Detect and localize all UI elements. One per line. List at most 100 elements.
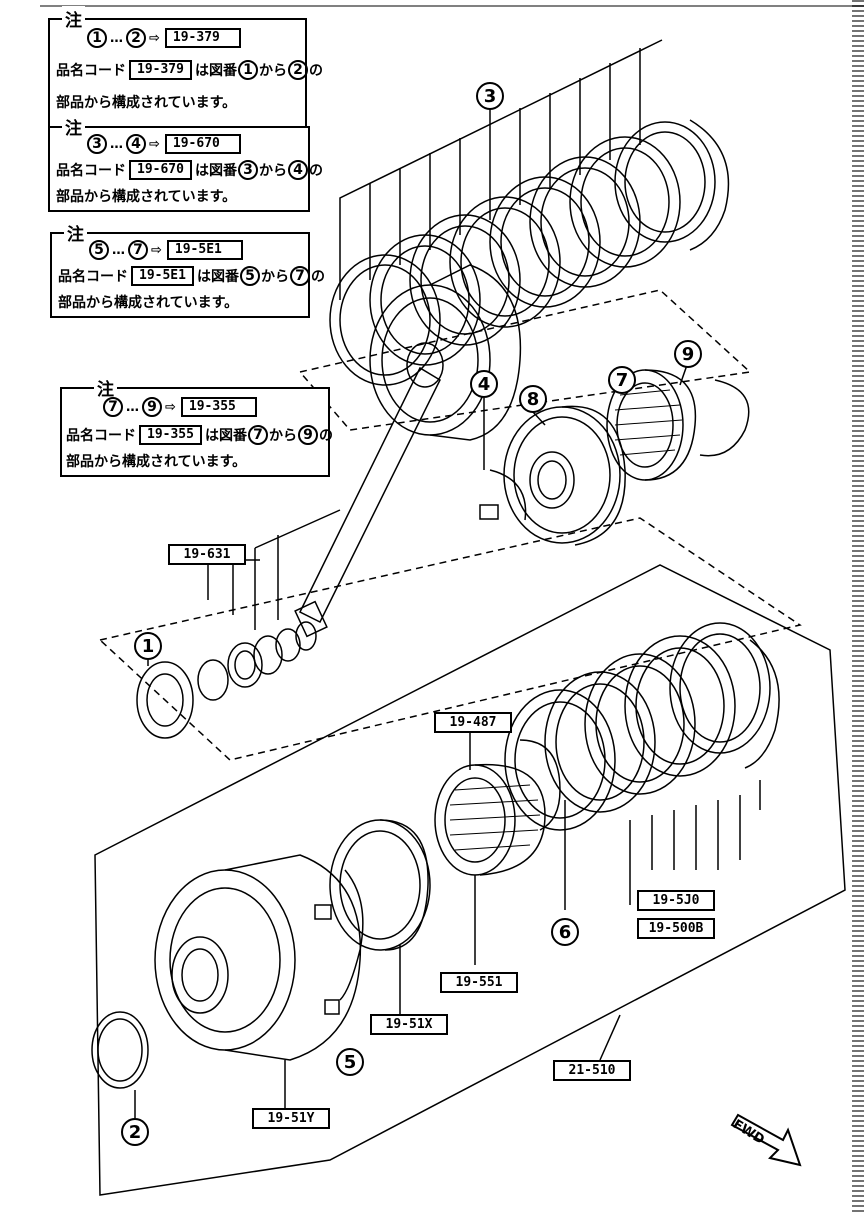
note-text: は図番 [204,428,247,444]
note-text: は図番 [196,269,239,285]
piston-lower [329,819,431,951]
note-text: は図番 [194,163,237,179]
arrow-icon: ⇨ [149,136,160,152]
note-heading: 注 [62,6,85,31]
note-text: 品名コード [66,428,136,444]
ref-circle: 3 [87,134,107,154]
part-ref-19-5j0: 19-5J0 [637,890,715,911]
snap-ring-2 [91,1011,149,1089]
part-code-box: 19-355 [180,397,257,417]
part-code-box: 19-379 [164,28,241,48]
note-box-4: 注 7 … 9 ⇨ 19-355 品名コード 19-355 は図番 7 から 9… [60,375,333,477]
ref-circle: 4 [126,134,146,154]
note-heading: 注 [94,375,117,400]
note-text: の [308,163,323,179]
dashed-enclosure-upper [298,289,752,431]
range-separator: … [126,399,139,415]
note-text-line: 品名コード 19-379 は図番 1 から 2 の [56,60,323,80]
note-heading: 注 [64,220,87,245]
note-box-2: 注 3 … 4 ⇨ 19-670 品名コード 19-670 は図番 3 から 4… [48,114,323,212]
part-code-box: 19-5E1 [131,266,194,286]
note-text: 品名コード [56,163,126,179]
dashed-enclosure-middle [98,517,802,761]
ref-circle: 2 [126,28,146,48]
part-ref-21-510: 21-510 [553,1060,631,1081]
note-text: の [318,428,333,444]
note-text: から [260,269,289,285]
callout-2: 2 [121,1118,149,1146]
ref-circle: 2 [287,60,308,80]
part-code-box: 19-670 [164,134,241,154]
range-separator: … [112,242,125,258]
part-ref-19-51y: 19-51Y [252,1108,330,1129]
plate-leaders [339,39,663,300]
ref-circle: 1 [87,28,107,48]
part-ref-19-487: 19-487 [434,712,512,733]
note-text: 部品から構成されています。 [58,295,239,311]
callout-4: 4 [470,370,498,398]
note-range-line: 7 … 9 ⇨ 19-355 [102,397,260,417]
part-ref-19-631: 19-631 [168,544,246,565]
note-box-3: 注 5 … 7 ⇨ 19-5E1 品名コード 19-5E1 は図番 5 から 7… [50,220,325,318]
part-code-box: 19-670 [129,160,192,180]
note-text: 部品から構成されています。 [66,454,247,470]
note-text: の [310,269,325,285]
note-text-line: 品名コード 19-355 は図番 7 から 9 の [66,425,333,445]
note-text: 部品から構成されています。 [56,95,237,111]
note-text-line: 品名コード 19-5E1 は図番 5 から 7 の [58,266,325,286]
thrust-washer-1 [136,661,194,739]
note-text-line: 部品から構成されています。 [66,451,246,471]
callout-6: 6 [551,918,579,946]
clutch-drum-4 [369,264,527,521]
clutch-plate-stack-lower [504,622,780,831]
note-text-line: 部品から構成されています。 [56,92,236,112]
note-text: から [258,63,287,79]
note-text: の [308,63,323,79]
snap-ring-6 [519,739,561,831]
ref-circle: 7 [103,397,123,417]
note-range-line: 5 … 7 ⇨ 19-5E1 [88,240,246,260]
note-text: から [268,428,297,444]
note-range-line: 1 … 2 ⇨ 19-379 [86,28,244,48]
note-box-1: 注 1 … 2 ⇨ 19-379 品名コード 19-379 は図番 1 から 2… [48,6,323,130]
note-text-line: 部品から構成されています。 [56,186,236,206]
note-text: は図番 [194,63,237,79]
callout-5: 5 [336,1048,364,1076]
ref-circle: 4 [287,160,308,180]
ref-circle: 9 [142,397,162,417]
part-ref-19-51x: 19-51X [370,1014,448,1035]
spring-retainer-lower [434,763,546,876]
ref-circle: 3 [237,160,258,180]
note-text: 品名コード [58,269,128,285]
part-code-box: 19-5E1 [166,240,243,260]
note-range-line: 3 … 4 ⇨ 19-670 [86,134,244,154]
clutch-drum-lower [154,854,362,1061]
note-text: から [258,163,287,179]
note-text-line: 部品から構成されています。 [58,292,238,312]
callout-8: 8 [519,385,547,413]
solid-enclosure-lower [94,564,846,1196]
part-code-box: 19-379 [129,60,192,80]
ref-circle: 7 [128,240,148,260]
ref-circle: 1 [237,60,258,80]
note-heading: 注 [62,114,85,139]
scan-edge-border [852,0,864,1214]
thrust-washer-group [197,621,317,701]
clutch-plate-stack-upper [329,119,730,386]
spring-retainer-7 [606,369,697,481]
note-text: 品名コード [56,63,126,79]
callout-9: 9 [674,340,702,368]
ref-circle: 5 [239,266,260,286]
fwd-arrow [730,1113,802,1167]
callout-1: 1 [134,632,162,660]
snap-ring-9 [699,379,750,457]
note-text-line: 品名コード 19-670 は図番 3 から 4 の [56,160,323,180]
part-code-box: 19-355 [139,425,202,445]
callout-3: 3 [476,82,504,110]
part-ref-19-500b: 19-500B [637,918,715,939]
range-separator: … [110,136,123,152]
arrow-icon: ⇨ [165,399,176,415]
callout-7: 7 [608,366,636,394]
note-text: 部品から構成されています。 [56,189,237,205]
